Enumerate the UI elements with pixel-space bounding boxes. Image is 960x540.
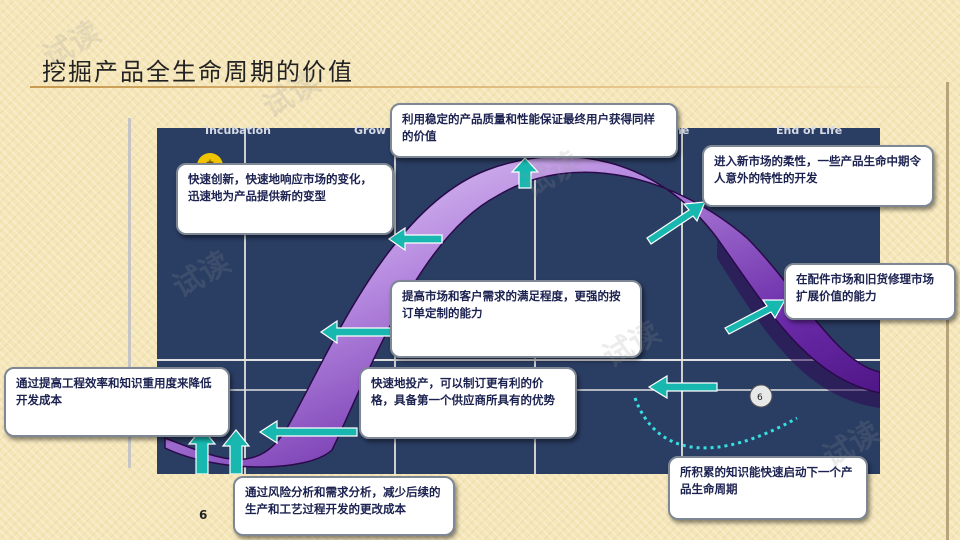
slide-title: 挖掘产品全生命周期的价值 [42,58,354,86]
arrows [187,157,787,474]
stage-label-incubation: Incubation [205,124,271,137]
lifecycle-curve [164,155,880,468]
callout-top: 利用稳定的产品质量和性能保证最终用户获得同样的价值 [390,103,678,158]
callout-left-lower: 通过提高工程效率和知识重用度来降低开发成本 [4,367,230,437]
callout-right-middle: 在配件市场和旧货修理市场扩展价值的能力 [784,263,956,320]
arrow-right-up-icon [646,201,706,245]
callout-bottom-right: 所积累的知识能快速启动下一个产品生命周期 [668,456,868,520]
title-underline [30,86,930,88]
arrow-up-icon [510,157,540,189]
stage-label-growth: Grow [354,124,387,137]
curve-marker [749,384,773,408]
arrow-left-icon [258,419,358,445]
callout-bottom: 通过风险分析和需求分析，减少后续的生产和工艺过程开发的更改成本 [233,476,455,536]
callout-center-lower: 快速地投产，可以制订更有利的价格，具备第一个供应商所具有的优势 [359,367,577,439]
stage-label-end-of-life: End of Life [776,124,843,137]
arrow-left-icon [319,319,393,345]
callout-center: 提高市场和客户需求的满足程度，更强的按订单定制的能力 [390,280,642,358]
callout-left-upper: 快速创新，快速地响应市场的变化，迅速地为产品提供新的变型 [176,163,394,235]
value-axis [128,118,131,468]
callout-right-upper: 进入新市场的柔性，一些产品生命中期令人意外的特性的开发 [702,145,934,207]
page-number: 6 [199,508,208,522]
lifecycle-curve-shadow [717,238,880,408]
next-cycle-dotted-curve [633,397,798,450]
arrow-right-up-icon [724,299,787,335]
arrow-left-icon [647,374,718,400]
arrow-left-icon [387,226,443,252]
arrow-up-icon [221,429,251,474]
curve-marker-number: 6 [757,393,763,403]
